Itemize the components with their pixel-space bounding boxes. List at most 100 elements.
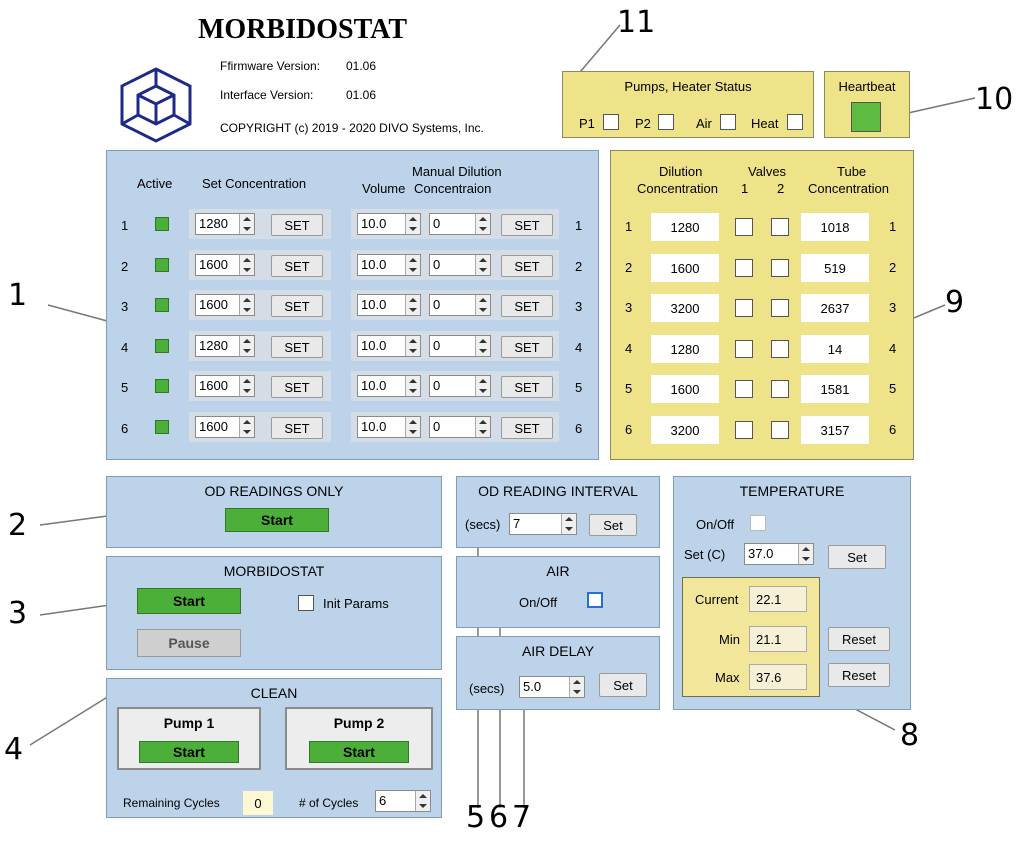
valve-2-checkbox[interactable] <box>771 421 789 439</box>
cycles-spin-arrows[interactable] <box>415 791 430 811</box>
chamber-active-indicator[interactable] <box>155 420 169 434</box>
od-interval-spinner[interactable]: 7 <box>509 513 577 535</box>
valve-2-checkbox[interactable] <box>771 380 789 398</box>
set-concentration-button[interactable]: SET <box>271 214 323 236</box>
valve-1-checkbox[interactable] <box>735 421 753 439</box>
manual-dilution-set-button[interactable]: SET <box>501 336 553 358</box>
dilution-volume-spin-arrows[interactable] <box>405 295 420 315</box>
air-panel: AIR On/Off <box>456 556 660 628</box>
od-interval-set-button[interactable]: Set <box>589 514 637 536</box>
temperature-set-label: Set (C) <box>684 547 726 562</box>
dilution-concentration-spin-arrows[interactable] <box>475 376 490 396</box>
temperature-set-spinner[interactable]: 37.0 <box>744 543 814 565</box>
set-concentration-button[interactable]: SET <box>271 255 323 277</box>
pump1-start-button[interactable]: Start <box>139 741 239 763</box>
set-concentration-spin-arrows[interactable] <box>239 376 254 396</box>
dilution-concentration-spinner[interactable]: 0 <box>429 335 491 357</box>
air-delay-spinner[interactable]: 5.0 <box>519 676 585 698</box>
valve-1-checkbox[interactable] <box>735 380 753 398</box>
chamber-active-indicator[interactable] <box>155 379 169 393</box>
od-interval-spin-arrows[interactable] <box>561 514 576 534</box>
dilution-volume-spin-arrows[interactable] <box>405 376 420 396</box>
chamber-number-left: 5 <box>121 380 129 395</box>
dilution-volume-spinner[interactable]: 10.0 <box>357 254 421 276</box>
valve-2-checkbox[interactable] <box>771 259 789 277</box>
temperature-set-button[interactable]: Set <box>828 545 886 569</box>
dilution-concentration-spin-arrows[interactable] <box>475 336 490 356</box>
manual-dilution-set-button[interactable]: SET <box>501 376 553 398</box>
dilution-concentration-spin-arrows[interactable] <box>475 295 490 315</box>
dilution-volume-spinner[interactable]: 10.0 <box>357 294 421 316</box>
manual-dilution-set-button[interactable]: SET <box>501 255 553 277</box>
valve-2-checkbox[interactable] <box>771 218 789 236</box>
dilution-volume-spinner[interactable]: 10.0 <box>357 375 421 397</box>
header-active: Active <box>137 176 173 191</box>
dilution-concentration-spinner[interactable]: 0 <box>429 416 491 438</box>
tube-number-right: 2 <box>889 260 897 275</box>
set-concentration-button[interactable]: SET <box>271 295 323 317</box>
cycles-spinner[interactable]: 6 <box>375 790 431 812</box>
manual-dilution-set-button[interactable]: SET <box>501 295 553 317</box>
dilution-concentration-spinner[interactable]: 0 <box>429 213 491 235</box>
valve-1-checkbox[interactable] <box>735 299 753 317</box>
air-delay-spin-arrows[interactable] <box>569 677 584 697</box>
set-concentration-spinner[interactable]: 1600 <box>195 254 255 276</box>
dilution-volume-spin-arrows[interactable] <box>405 336 420 356</box>
valve-1-checkbox[interactable] <box>735 340 753 358</box>
air-delay-set-button[interactable]: Set <box>599 673 647 697</box>
set-concentration-spinner[interactable]: 1600 <box>195 416 255 438</box>
dilution-concentration-spin-arrows[interactable] <box>475 417 490 437</box>
manual-dilution-set-button[interactable]: SET <box>501 417 553 439</box>
set-concentration-spin-arrows[interactable] <box>239 295 254 315</box>
set-concentration-spin-arrows[interactable] <box>239 255 254 275</box>
dilution-volume-value: 10.0 <box>361 216 387 231</box>
dilution-concentration-spinner[interactable]: 0 <box>429 254 491 276</box>
chamber-active-indicator[interactable] <box>155 298 169 312</box>
set-concentration-spin-arrows[interactable] <box>239 336 254 356</box>
set-concentration-button[interactable]: SET <box>271 417 323 439</box>
dilution-volume-spin-arrows[interactable] <box>405 214 420 234</box>
callout-6: 6 <box>489 800 509 835</box>
dilution-concentration-spin-arrows[interactable] <box>475 214 490 234</box>
chamber-active-indicator[interactable] <box>155 217 169 231</box>
air-onoff-label: On/Off <box>519 595 558 610</box>
tube-number-left: 6 <box>625 422 633 437</box>
tube-concentration-value: 14 <box>801 335 869 363</box>
max-reset-button[interactable]: Reset <box>828 663 890 687</box>
temperature-onoff-checkbox[interactable] <box>750 515 766 531</box>
set-concentration-spinner[interactable]: 1600 <box>195 294 255 316</box>
min-reset-button[interactable]: Reset <box>828 627 890 651</box>
dilution-concentration-spinner[interactable]: 0 <box>429 294 491 316</box>
heartbeat-indicator <box>851 102 881 132</box>
set-concentration-button[interactable]: SET <box>271 376 323 398</box>
set-concentration-spinner[interactable]: 1280 <box>195 335 255 357</box>
set-concentration-button[interactable]: SET <box>271 336 323 358</box>
air-onoff-checkbox[interactable] <box>587 592 603 608</box>
morbidostat-pause-button[interactable]: Pause <box>137 629 241 657</box>
valve-1-checkbox[interactable] <box>735 259 753 277</box>
valve-1-checkbox[interactable] <box>735 218 753 236</box>
set-concentration-spinner[interactable]: 1280 <box>195 213 255 235</box>
temperature-spin-arrows[interactable] <box>798 544 813 564</box>
set-concentration-spinner[interactable]: 1600 <box>195 375 255 397</box>
dilution-volume-spinner[interactable]: 10.0 <box>357 335 421 357</box>
morbidostat-start-button[interactable]: Start <box>137 588 241 614</box>
chamber-number-right: 5 <box>575 380 583 395</box>
chamber-active-indicator[interactable] <box>155 258 169 272</box>
dilution-volume-spinner[interactable]: 10.0 <box>357 416 421 438</box>
set-concentration-spin-arrows[interactable] <box>239 214 254 234</box>
valve-2-checkbox[interactable] <box>771 340 789 358</box>
dilution-concentration-spin-arrows[interactable] <box>475 255 490 275</box>
dilution-volume-spin-arrows[interactable] <box>405 255 420 275</box>
dilution-volume-value: 10.0 <box>361 419 387 434</box>
valve-2-checkbox[interactable] <box>771 299 789 317</box>
dilution-volume-spinner[interactable]: 10.0 <box>357 213 421 235</box>
dilution-concentration-spinner[interactable]: 0 <box>429 375 491 397</box>
od-readings-start-button[interactable]: Start <box>225 508 329 532</box>
manual-dilution-set-button[interactable]: SET <box>501 214 553 236</box>
dilution-volume-spin-arrows[interactable] <box>405 417 420 437</box>
set-concentration-spin-arrows[interactable] <box>239 417 254 437</box>
chamber-active-indicator[interactable] <box>155 339 169 353</box>
pump2-start-button[interactable]: Start <box>309 741 409 763</box>
init-params-checkbox[interactable] <box>298 595 314 611</box>
